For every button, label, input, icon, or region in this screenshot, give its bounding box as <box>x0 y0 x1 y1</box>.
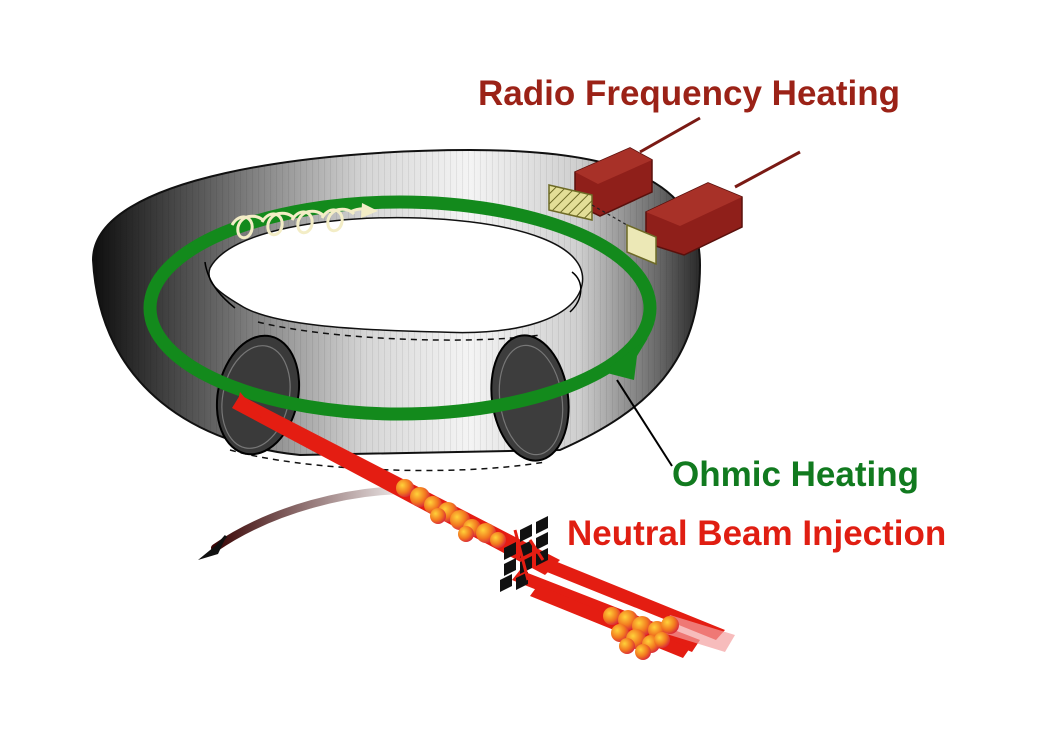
curved-arrow-icon <box>198 485 424 560</box>
rf-box-1-top <box>575 148 652 184</box>
plasma-current-ring <box>143 195 657 421</box>
rf-feed-line-2 <box>734 150 801 189</box>
beam-particles <box>396 479 679 660</box>
rf-box-2-top <box>646 183 742 226</box>
rf-antennas <box>548 116 801 266</box>
rf-feed-line-1 <box>639 116 701 154</box>
helix-orbit-icon <box>230 203 378 240</box>
ohmic-leader-line <box>616 379 673 467</box>
rf-antenna-face-hatched <box>548 184 593 221</box>
hidden-edge-bottom <box>229 449 546 472</box>
neutral-beam <box>232 392 735 660</box>
beam-arrowhead <box>236 392 262 418</box>
plasma-current-arrow <box>603 338 648 380</box>
rf-antenna-face-plain <box>626 223 657 266</box>
inner-rim-right <box>569 271 582 313</box>
neutral-beam-injection-label: Neutral Beam Injection <box>567 514 947 553</box>
accelerator-grid-icon <box>500 516 548 592</box>
radio-frequency-heating-label: Radio Frequency Heating <box>478 74 901 113</box>
rf-dotted-link <box>591 204 628 226</box>
ohmic-heating-label: Ohmic Heating <box>672 455 919 494</box>
torus-hole <box>208 216 584 334</box>
hidden-edge-top <box>257 321 541 341</box>
plasma-current-loop <box>143 195 657 421</box>
inner-rim-left <box>204 261 236 309</box>
